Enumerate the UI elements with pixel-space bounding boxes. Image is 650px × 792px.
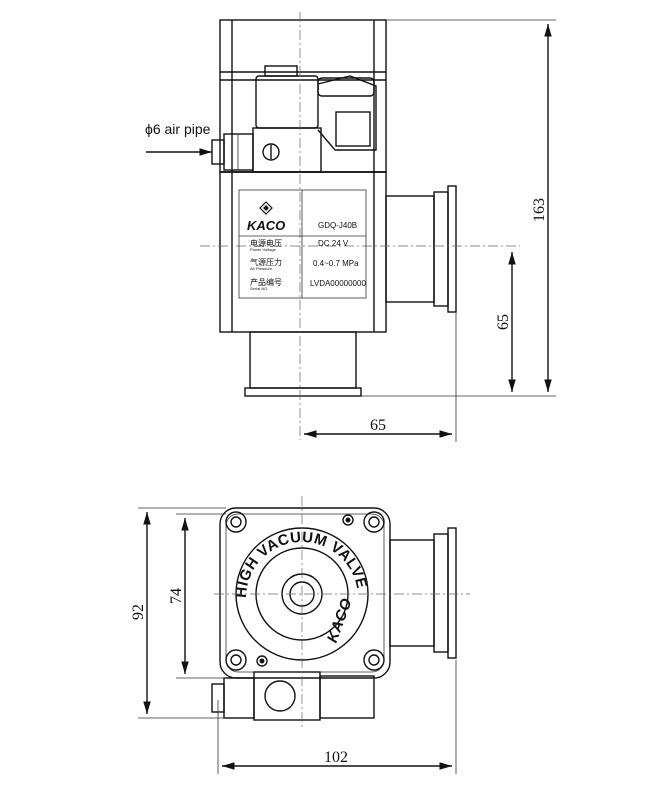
front-view: ϕ6 air pipe KACO GDQ-J40B 电源电压	[145, 12, 556, 442]
solenoid-valve	[252, 65, 377, 173]
air-pipe-label: ϕ6 air pipe	[145, 121, 211, 137]
ring-text: HIGH VACUUM VALVE	[233, 529, 370, 599]
side-flange	[385, 185, 457, 313]
dimension-102: 102	[217, 660, 457, 774]
bottom-flange	[244, 331, 362, 397]
pressure-label-en: Air Pressure	[250, 266, 273, 271]
dimension-74: 74	[168, 513, 226, 679]
top-view: HIGH VACUUM VALVE KACO 92	[130, 496, 470, 774]
power-value: DC 24 V	[318, 239, 349, 248]
dimension-65-horizontal: 65	[304, 312, 457, 442]
nameplate-brand: KACO	[247, 218, 285, 233]
pressure-value: 0.4~0.7 MPa	[313, 259, 359, 268]
top-solenoid	[211, 671, 375, 721]
kaco-logo-icon	[259, 201, 273, 215]
pressure-label-cn: 气源压力	[250, 257, 282, 267]
dimension-65-vertical: 65	[495, 252, 516, 392]
dimension-65-horizontal-label: 65	[370, 417, 386, 434]
top-side-flange	[389, 527, 457, 659]
dimension-92-label: 92	[130, 604, 147, 620]
dimension-74-label: 74	[168, 588, 185, 604]
dimension-163-label: 163	[531, 198, 548, 222]
dimension-163: 163	[361, 19, 556, 397]
serial-value: LVDA00000000	[310, 279, 366, 288]
power-label-cn: 电源电压	[250, 238, 282, 248]
serial-label-en: Serial NO.	[250, 286, 268, 291]
dimension-92: 92	[130, 507, 226, 719]
dimension-102-label: 102	[324, 749, 348, 766]
corner-bolts	[225, 511, 385, 671]
dimension-65-vertical-label: 65	[495, 314, 512, 330]
nameplate-model: GDQ-J40B	[318, 221, 357, 230]
power-label-en: Power Voltage	[250, 247, 277, 252]
serial-label-cn: 产品编号	[250, 277, 282, 287]
nameplate: KACO GDQ-J40B 电源电压 Power Voltage DC 24 V…	[238, 189, 366, 299]
valve-body	[219, 171, 387, 333]
